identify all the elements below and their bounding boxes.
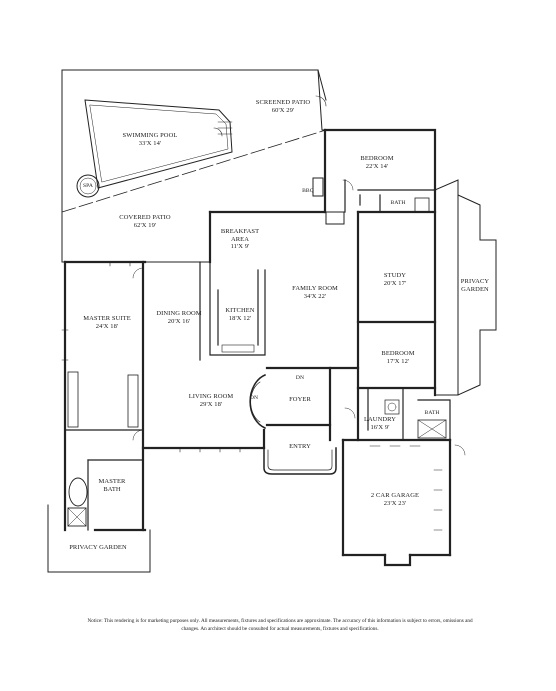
bbq-name: BBQ: [302, 188, 314, 194]
dn-name: DN: [295, 375, 305, 381]
house-walls: [63, 128, 452, 567]
kitchen-size: 18'X 12': [228, 314, 252, 322]
disclaimer-notice: Notice: This rendering is for marketing …: [87, 618, 473, 632]
study-label: STUDY 20'X 17': [370, 272, 420, 287]
privacy-garden-east-name2: GARDEN: [461, 285, 489, 293]
swimming-pool-outline: [76, 99, 233, 198]
breakfast-label: BREAKFAST AREA 11'X 9': [210, 228, 270, 251]
master-suite-size: 24'X 18': [95, 322, 119, 330]
garage-name: 2 CAR GARAGE: [370, 492, 420, 499]
living-room-label: LIVING ROOM 29'X 18': [176, 393, 246, 408]
kitchen-name: KITCHEN: [225, 307, 255, 314]
bath-2-label: BATH: [418, 410, 446, 418]
family-room-label: FAMILY ROOM 34'X 22': [280, 285, 350, 300]
laundry-size: 16'X 9': [370, 423, 390, 431]
bath-1-label: BATH: [383, 200, 413, 208]
master-bath-label: MASTER BATH: [92, 478, 132, 493]
breakfast-name: BREAKFAST: [220, 228, 260, 235]
kitchen-label: KITCHEN 18'X 12': [220, 307, 260, 322]
bedroom-1-size: 22'X 14': [365, 162, 389, 170]
screened-patio-label: SCREENED PATIO 60'X 29': [238, 99, 328, 114]
bath-1-name: BATH: [390, 200, 406, 206]
swimming-pool-name: SWIMMING POOL: [122, 132, 178, 139]
garage-size: 23'X 23': [383, 499, 407, 507]
screened-patio-name: SCREENED PATIO: [255, 99, 311, 106]
screen-enclosure-line: [61, 129, 327, 213]
covered-patio-label: COVERED PATIO 62'X 19': [100, 214, 190, 229]
privacy-garden-south-name: PRIVACY GARDEN: [69, 544, 127, 551]
entry-label: ENTRY: [284, 443, 316, 451]
dining-room-size: 20'X 16': [167, 317, 191, 325]
privacy-garden-east-name: PRIVACY: [460, 278, 490, 285]
privacy-garden-south-label: PRIVACY GARDEN: [58, 544, 138, 552]
bedroom-2-size: 17'X 12': [386, 357, 410, 365]
covered-patio-size: 62'X 19': [133, 221, 157, 229]
dn-label: DN: [290, 375, 310, 383]
spa-name: SPA: [82, 183, 94, 189]
master-suite-name: MASTER SUITE: [83, 315, 131, 322]
foyer-name: FOYER: [289, 396, 311, 403]
breakfast-name2: AREA: [230, 235, 250, 243]
interior-walls: [64, 179, 451, 531]
bedroom-2-label: BEDROOM 17'X 12': [368, 350, 428, 365]
privacy-garden-south-outline: [47, 504, 151, 573]
screened-patio-size: 60'X 29': [271, 106, 295, 114]
living-room-name: LIVING ROOM: [188, 393, 234, 400]
spa-label: SPA: [78, 183, 98, 191]
garage-label: 2 CAR GARAGE 23'X 23': [360, 492, 430, 507]
bedroom-2-name: BEDROOM: [381, 350, 415, 357]
study-name: STUDY: [383, 272, 407, 279]
study-size: 20'X 17': [383, 279, 407, 287]
family-room-name: FAMILY ROOM: [292, 285, 338, 292]
breakfast-size: 11'X 9': [230, 243, 250, 250]
bbq-label: BBQ: [298, 188, 318, 196]
entry-name: ENTRY: [289, 443, 311, 450]
on-label: ON: [245, 395, 263, 403]
bedroom-1-name: BEDROOM: [360, 155, 394, 162]
living-room-size: 29'X 18': [199, 400, 223, 408]
on-name: ON: [249, 395, 259, 401]
laundry-label: LAUNDRY 16'X 9': [360, 416, 400, 431]
privacy-garden-east-outline: [434, 179, 497, 396]
swimming-pool-size: 33'X 14': [138, 139, 162, 147]
master-bath-name2: BATH: [103, 485, 121, 493]
laundry-name: LAUNDRY: [363, 416, 397, 423]
bedroom-1-label: BEDROOM 22'X 14': [342, 155, 412, 170]
master-bath-name: MASTER: [98, 478, 126, 485]
dining-room-name: DINING ROOM: [156, 310, 202, 317]
swimming-pool-label: SWIMMING POOL 33'X 14': [110, 132, 190, 147]
covered-patio-name: COVERED PATIO: [119, 214, 171, 221]
master-suite-label: MASTER SUITE 24'X 18': [72, 315, 142, 330]
bath-2-name: BATH: [424, 410, 440, 416]
foyer-label: FOYER: [285, 396, 315, 404]
family-room-size: 34'X 22': [303, 292, 327, 300]
privacy-garden-east-label: PRIVACY GARDEN: [455, 278, 495, 293]
dining-room-label: DINING ROOM 20'X 16': [150, 310, 208, 325]
